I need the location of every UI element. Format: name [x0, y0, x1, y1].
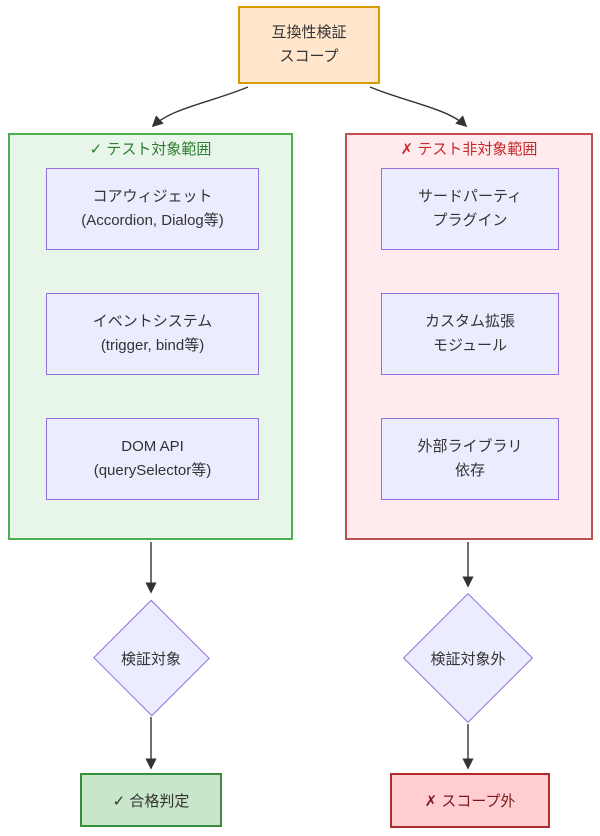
node-event-system: イベントシステム (trigger, bind等): [46, 293, 259, 375]
node-label-line: (querySelector等): [93, 462, 212, 479]
node-label-line: 依存: [454, 462, 485, 479]
node-label-line: (Accordion, Dialog等): [81, 212, 224, 229]
node-label-line: スコープ: [279, 48, 339, 65]
node-out-of-scope-result: ✗ スコープ外: [390, 773, 550, 828]
group-title-in-scope: ✓ テスト対象範囲: [89, 141, 212, 158]
node-core-widgets: コアウィジェット (Accordion, Dialog等): [46, 168, 259, 250]
node-compatibility-scope: 互換性検証 スコープ: [238, 6, 380, 84]
node-label-line: イベントシステム: [92, 313, 213, 330]
node-label-line: プラグイン: [432, 212, 508, 229]
node-custom-extension-modules: カスタム拡張 モジュール: [381, 293, 559, 375]
group-test-out-of-scope: ✗ テスト非対象範囲 サードパーティ プラグイン カスタム拡張 モジュール 外部…: [345, 133, 593, 540]
node-label-line: DOM API: [121, 438, 184, 455]
edge-root-to-outscope: [369, 86, 468, 128]
node-pass-result: ✓ 合格判定: [80, 773, 222, 827]
group-title-out-of-scope: ✗ テスト非対象範囲: [400, 141, 538, 158]
node-third-party-plugins: サードパーティ プラグイン: [381, 168, 559, 250]
diamond-verification-excluded-label: 検証対象外: [430, 650, 506, 668]
diamond-verification-target-label: 検証対象: [120, 650, 181, 668]
edge-root-to-inscope: [151, 86, 249, 128]
group-test-in-scope: ✓ テスト対象範囲 コアウィジェット (Accordion, Dialog等) …: [8, 133, 293, 540]
node-label-line: モジュール: [433, 337, 507, 354]
node-dom-api: DOM API (querySelector等): [46, 418, 259, 500]
node-label-line: サードパーティ: [417, 188, 523, 205]
node-label-line: カスタム拡張: [424, 313, 515, 330]
node-label-line: コアウィジェット: [92, 188, 213, 205]
node-external-library-deps: 外部ライブラリ 依存: [381, 418, 559, 500]
node-label-line: 外部ライブラリ: [417, 438, 523, 455]
node-label-line: (trigger, bind等): [100, 337, 205, 354]
node-label-line: 互換性検証: [271, 24, 347, 41]
